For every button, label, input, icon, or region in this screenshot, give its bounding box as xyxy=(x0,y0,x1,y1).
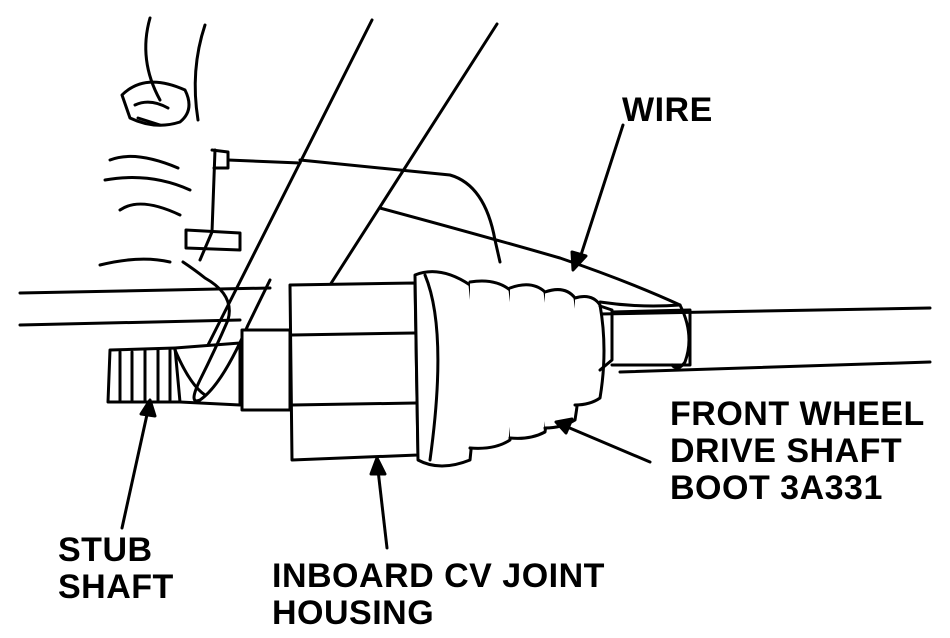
mount-bracket xyxy=(100,18,300,265)
boot-label: FRONT WHEEL DRIVE SHAFT BOOT 3A331 xyxy=(670,396,925,507)
cv-housing xyxy=(242,272,475,466)
housing-label: INBOARD CV JOINT HOUSING xyxy=(272,558,605,632)
stub-shaft xyxy=(108,343,240,405)
stub-shaft-label: STUB SHAFT xyxy=(58,532,174,606)
wire-label: WIRE xyxy=(622,92,713,129)
